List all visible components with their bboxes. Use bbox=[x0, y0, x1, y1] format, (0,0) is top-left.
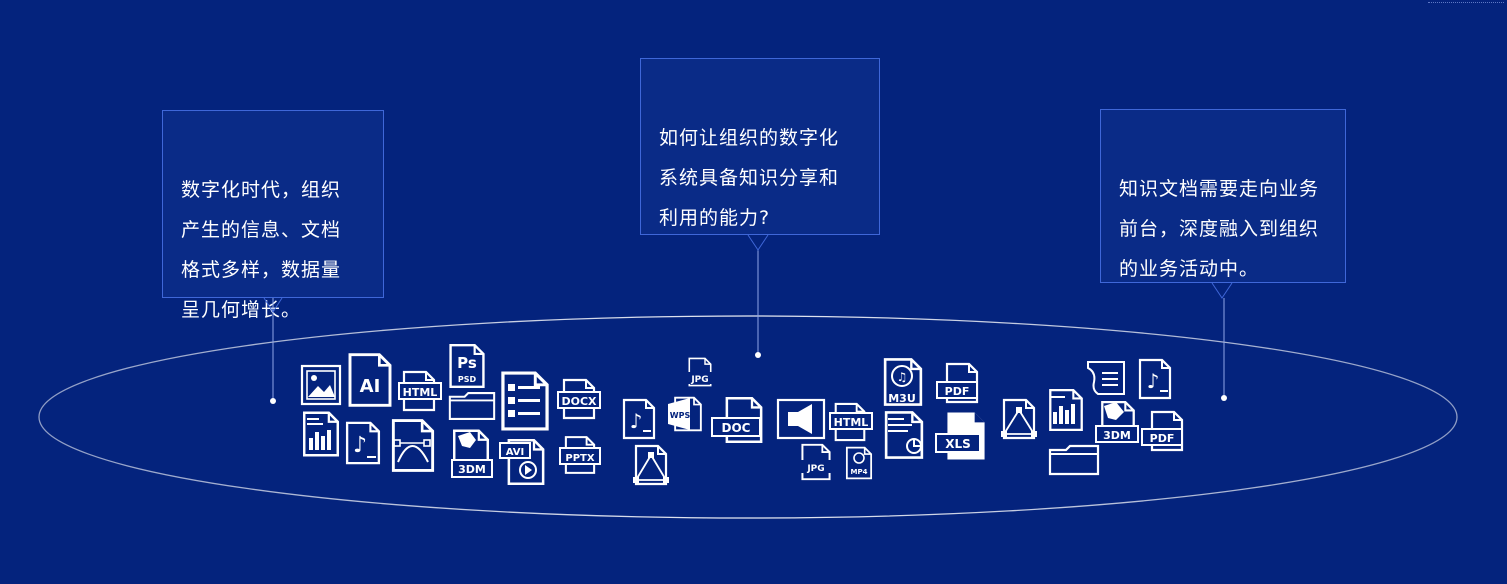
avi-file-icon: AVI bbox=[499, 438, 545, 486]
svg-text:WPS: WPS bbox=[670, 411, 691, 420]
svg-text:AVI: AVI bbox=[506, 447, 525, 458]
jpg-file-icon: JPG bbox=[682, 357, 718, 387]
callout-left: 数字化时代，组织 产生的信息、文档 格式多样，数据量 呈几何增长。 bbox=[162, 110, 384, 321]
callout-center-text: 如何让组织的数字化 系统具备知识分享和 利用的能力? bbox=[659, 127, 840, 229]
callout-right-text: 知识文档需要走向业务 前台，深度融入到组织 的业务活动中。 bbox=[1119, 178, 1320, 280]
ai-file-icon: AI bbox=[348, 353, 392, 407]
svg-text:DOCX: DOCX bbox=[561, 395, 597, 408]
document-list-icon bbox=[501, 371, 549, 431]
presentation-file-icon bbox=[884, 410, 924, 460]
pptx-file-icon: PPTX bbox=[559, 436, 601, 474]
callout-center-pointer bbox=[747, 234, 769, 251]
svg-text:M3U: M3U bbox=[888, 392, 916, 405]
xls-file-icon: XLS bbox=[935, 412, 985, 460]
svg-text:AI: AI bbox=[360, 376, 381, 397]
vector-file-icon bbox=[391, 419, 435, 472]
svg-text:DOC: DOC bbox=[722, 421, 751, 435]
top-dotted-rule bbox=[1428, 2, 1504, 3]
connector-left-dot bbox=[270, 398, 276, 404]
3dm-file-icon: 3DM bbox=[451, 429, 493, 478]
photoshop-file-icon: Ps PSD bbox=[449, 343, 485, 389]
video-file-icon bbox=[776, 398, 826, 440]
pdf-file-icon-2: PDF bbox=[1141, 410, 1184, 452]
callout-left-pointer bbox=[263, 297, 283, 313]
html-file-icon: HTML bbox=[398, 370, 442, 412]
svg-text:♪: ♪ bbox=[353, 433, 367, 458]
svg-text:♪: ♪ bbox=[1147, 369, 1160, 393]
folder-icon-2 bbox=[1048, 444, 1100, 476]
svg-text:HTML: HTML bbox=[834, 416, 869, 429]
svg-text:JPG: JPG bbox=[806, 464, 824, 474]
audio-file-icon-2: ♪ bbox=[622, 398, 656, 440]
vector-file-icon-3 bbox=[1001, 398, 1037, 440]
scroll-file-icon bbox=[1087, 361, 1125, 395]
vector-file-icon-2 bbox=[633, 444, 669, 486]
callout-right-pointer bbox=[1211, 282, 1233, 299]
platform-ellipse bbox=[38, 315, 1458, 519]
audio-file-icon: ♪ bbox=[345, 421, 381, 465]
chart-file-icon bbox=[302, 411, 340, 457]
connector-right-dot bbox=[1221, 395, 1227, 401]
svg-text:Ps: Ps bbox=[457, 354, 477, 372]
callout-center: 如何让组织的数字化 系统具备知识分享和 利用的能力? bbox=[640, 58, 880, 235]
callout-right: 知识文档需要走向业务 前台，深度融入到组织 的业务活动中。 bbox=[1100, 109, 1346, 283]
svg-text:JPG: JPG bbox=[690, 375, 708, 385]
svg-text:MP4: MP4 bbox=[851, 468, 868, 476]
docx-file-icon: DOCX bbox=[557, 378, 601, 420]
svg-text:PDF: PDF bbox=[945, 385, 970, 398]
svg-text:HTML: HTML bbox=[403, 386, 438, 399]
svg-text:3DM: 3DM bbox=[1103, 429, 1131, 442]
svg-text:PSD: PSD bbox=[458, 375, 477, 384]
3dm-file-icon-2: 3DM bbox=[1095, 400, 1139, 444]
svg-text:3DM: 3DM bbox=[458, 463, 486, 476]
chart-file-icon-2 bbox=[1048, 388, 1084, 432]
jpg-file-icon-2: JPG bbox=[796, 443, 836, 481]
folder-icon bbox=[448, 391, 496, 421]
m3u-file-icon: ♫ M3U bbox=[883, 357, 923, 407]
callout-left-text: 数字化时代，组织 产生的信息、文档 格式多样，数据量 呈几何增长。 bbox=[181, 179, 342, 321]
svg-text:XLS: XLS bbox=[945, 437, 971, 451]
connector-center-dot bbox=[755, 352, 761, 358]
pdf-file-icon: PDF bbox=[936, 362, 979, 404]
svg-text:PDF: PDF bbox=[1150, 432, 1175, 445]
wps-file-icon: WPS bbox=[668, 396, 703, 432]
svg-text:♫: ♫ bbox=[897, 370, 908, 384]
doc-file-icon: DOC bbox=[711, 396, 763, 444]
svg-text:♪: ♪ bbox=[630, 409, 643, 433]
mp4-file-icon: MP4 bbox=[845, 446, 873, 480]
image-file-icon bbox=[300, 364, 342, 406]
audio-file-icon-3: ♪ bbox=[1138, 358, 1172, 400]
html-file-icon-2: HTML bbox=[829, 402, 873, 442]
svg-text:PPTX: PPTX bbox=[565, 453, 594, 464]
